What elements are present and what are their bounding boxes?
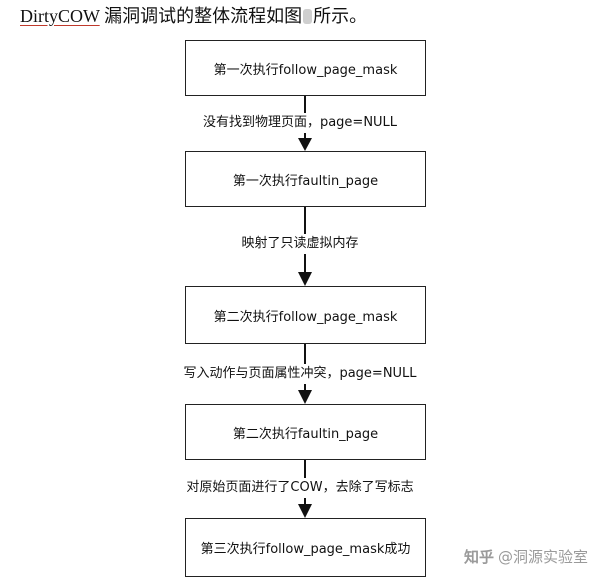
arrow-4-head [298, 504, 312, 518]
flow-step-5: 第三次执行follow_page_mask成功 [185, 518, 426, 577]
flow-step-1: 第一次执行follow_page_mask [185, 40, 426, 96]
flow-transition-1: 没有找到物理页面，page=NULL [202, 115, 398, 130]
intro-text-after-ref: 所示。 [313, 6, 368, 26]
arrow-2-head [298, 272, 312, 286]
watermark: 知乎@洞源实验室 [464, 546, 588, 567]
watermark-site: 知乎 [463, 548, 494, 566]
flow-transition-4: 对原始页面进行了COW，去除了写标志 [186, 480, 414, 495]
figure-ref-placeholder-icon [303, 9, 313, 24]
flow-step-2: 第一次执行faultin_page [185, 151, 426, 207]
arrow-1-head [298, 138, 312, 151]
intro-text-before-ref: 漏洞调试的整体流程如图 [99, 6, 303, 26]
intro-text: DirtyCOW 漏洞调试的整体流程如图所示。 [20, 4, 367, 28]
flow-transition-3: 写入动作与页面属性冲突，page=NULL [183, 366, 417, 381]
flow-step-3: 第二次执行follow_page_mask [185, 286, 426, 344]
arrow-3-head [298, 390, 312, 404]
flow-transition-2: 映射了只读虚拟内存 [241, 236, 359, 251]
watermark-author: @洞源实验室 [497, 548, 588, 566]
flow-step-4: 第二次执行faultin_page [185, 404, 426, 460]
intro-brand-link[interactable]: DirtyCOW [20, 6, 100, 26]
